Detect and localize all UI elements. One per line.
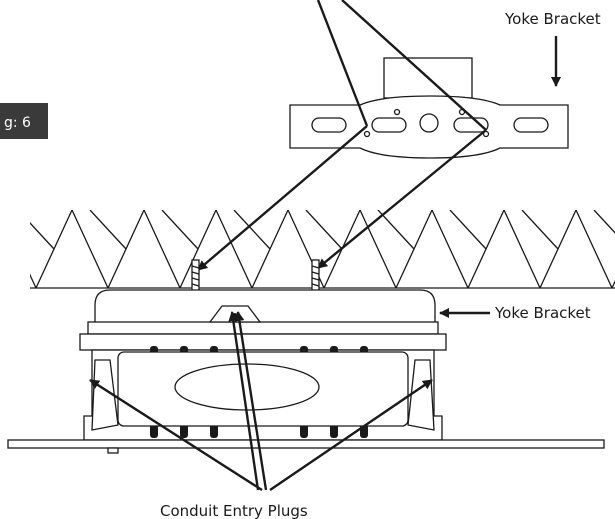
yoke-bracket-side-label: Yoke Bracket (494, 304, 591, 322)
ceiling-hatch (30, 210, 615, 289)
figure-tag-text: g: 6 (4, 115, 31, 131)
fixture-housing (79, 289, 447, 441)
yoke-bracket-top-label: Yoke Bracket (504, 10, 601, 28)
yoke-bracket-detail (289, 57, 569, 159)
conduit-entry-plugs-label: Conduit Entry Plugs (160, 502, 308, 519)
screw-leader-lines (197, 0, 487, 271)
mounting-plate (7, 439, 605, 449)
conduit-plug-arrows (89, 311, 433, 492)
figure-tag: g: 6 (0, 103, 48, 139)
